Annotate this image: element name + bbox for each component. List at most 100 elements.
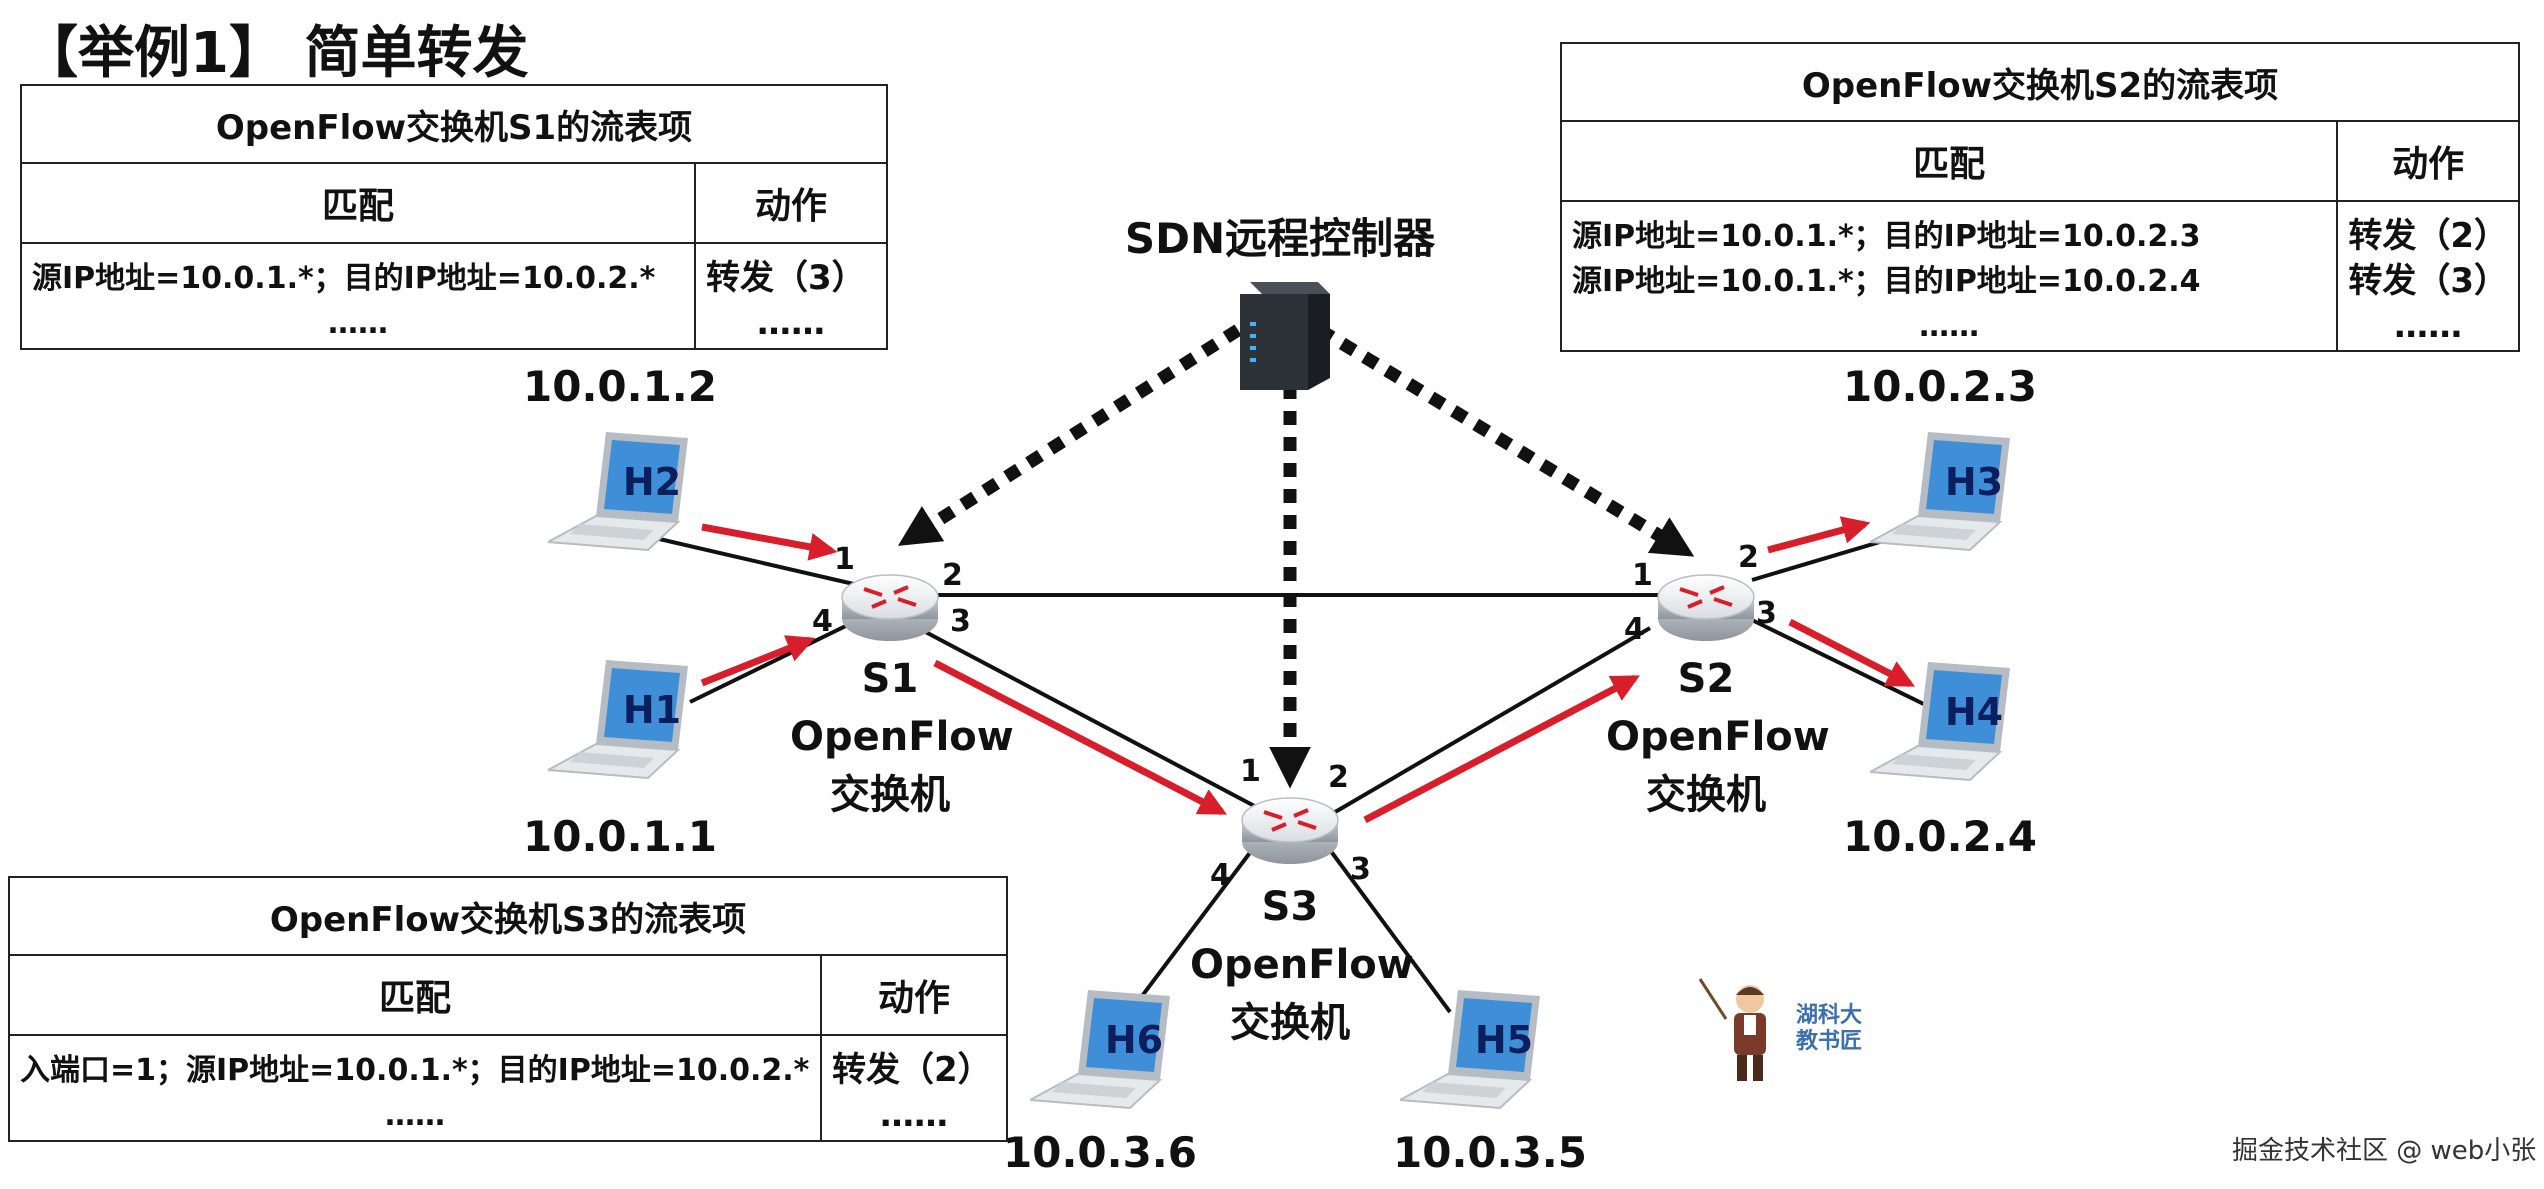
ip-label-h5: 10.0.3.5 <box>1393 1128 1587 1177</box>
router-icon-s1 <box>841 574 939 641</box>
control-channels <box>897 324 1695 789</box>
presenter-badge: 湖科大 教书匠 <box>1690 975 1890 1085</box>
flow-table-caption: OpenFlow交换机S3的流表项 <box>8 876 1008 956</box>
action-entry: 转发（3） <box>2348 261 2508 301</box>
laptop-icon <box>1866 662 2010 782</box>
host-name: H1 <box>622 688 682 732</box>
match-header: 匹配 <box>1559 120 2339 202</box>
laptop-icon <box>544 660 688 780</box>
match-entry: 源IP地址=10.0.1.*；目的IP地址=10.0.2.3 <box>1572 219 2201 254</box>
match-entry: 入端口=1；源IP地址=10.0.1.*；目的IP地址=10.0.2.* <box>20 1053 810 1088</box>
flow-arrow-h2-s1 <box>701 523 838 561</box>
switch-kind: 交换机 <box>1230 1000 1350 1046</box>
port-s1-3: 3 <box>950 604 971 639</box>
ellipsis: …… <box>328 306 388 341</box>
ip-label-h4: 10.0.2.4 <box>1843 812 2037 861</box>
ellipsis: …… <box>2394 306 2463 346</box>
ip-label-h1: 10.0.1.1 <box>523 812 717 861</box>
router-icon-s2 <box>1657 574 1755 641</box>
port-s3-2: 2 <box>1328 760 1349 795</box>
match-header: 匹配 <box>20 162 696 244</box>
link-s3-s2 <box>1328 626 1652 817</box>
match-header: 匹配 <box>8 954 822 1036</box>
flow-table-s2: OpenFlow交换机S2的流表项 匹配 动作 源IP地址=10.0.1.*；目… <box>1559 42 2520 352</box>
switch-kind: 交换机 <box>830 772 950 818</box>
port-s1-1: 1 <box>834 542 855 577</box>
link-h2-s1 <box>654 536 859 587</box>
port-s3-1: 1 <box>1240 754 1261 789</box>
watermark: 掘金技术社区 @ web小张 <box>2232 1136 2537 1166</box>
presenter-badge-text: 湖科大 教书匠 <box>1796 1003 1863 1054</box>
action-cell: 转发（3） …… <box>694 242 888 350</box>
flow-arrow-s1-s3 <box>933 659 1227 816</box>
action-cell: 转发（2） 转发（3） …… <box>2336 200 2520 352</box>
flow-table-caption: OpenFlow交换机S2的流表项 <box>1560 42 2520 122</box>
switch-kind: 交换机 <box>1646 772 1766 818</box>
slide-title: 【举例1】 简单转发 <box>22 21 529 86</box>
switch-label-s3: S3 OpenFlow 交换机 <box>1190 878 1414 1052</box>
flow-arrows <box>700 516 1915 824</box>
router-icon-s3 <box>1241 797 1339 864</box>
ellipsis: …… <box>757 303 825 343</box>
host-h1: H1 <box>544 650 698 790</box>
switch-type: OpenFlow <box>1190 942 1414 988</box>
server-icon <box>1240 282 1330 390</box>
ip-label-h2: 10.0.1.2 <box>523 362 717 411</box>
action-entry: 转发（3） <box>706 258 866 298</box>
match-cell: 源IP地址=10.0.1.*；目的IP地址=10.0.2.3 源IP地址=10.… <box>1559 200 2339 352</box>
laptop-icon <box>544 432 688 552</box>
port-s2-3: 3 <box>1756 596 1777 631</box>
action-entry: 转发（2） <box>832 1050 992 1090</box>
host-h6: H6 <box>1026 980 1180 1120</box>
flow-table-s1: OpenFlow交换机S1的流表项 匹配 动作 源IP地址=10.0.1.*；目… <box>20 84 888 350</box>
switch-type: OpenFlow <box>1606 714 1830 760</box>
host-h4: H4 <box>1866 652 2020 792</box>
control-link-s2 <box>1316 324 1695 557</box>
flow-table-caption: OpenFlow交换机S1的流表项 <box>20 84 888 164</box>
flow-arrow-h1-s1 <box>700 635 816 687</box>
host-name: H2 <box>622 460 682 504</box>
port-s2-4: 4 <box>1624 612 1645 647</box>
match-entry: 源IP地址=10.0.1.*；目的IP地址=10.0.2.* <box>32 261 656 296</box>
switch-label-s1: S1 OpenFlow 交换机 <box>790 650 1014 824</box>
link-s2-h4 <box>1751 618 1941 714</box>
port-s1-4: 4 <box>812 604 833 639</box>
link-s3-h5 <box>1328 848 1452 1014</box>
port-s1-2: 2 <box>942 558 963 593</box>
port-s2-2: 2 <box>1738 540 1759 575</box>
controller-label: SDN远程控制器 <box>1124 214 1436 263</box>
switch-label-s2: S2 OpenFlow 交换机 <box>1606 650 1830 824</box>
presenter-icon <box>1698 978 1766 1081</box>
switch-name: S1 <box>861 656 919 702</box>
host-h5: H5 <box>1396 980 1550 1120</box>
match-cell: 源IP地址=10.0.1.*；目的IP地址=10.0.2.* …… <box>20 242 696 350</box>
port-s2-1: 1 <box>1632 558 1653 593</box>
match-cell: 入端口=1；源IP地址=10.0.1.*；目的IP地址=10.0.2.* …… <box>8 1034 822 1142</box>
host-name: H4 <box>1944 690 2004 734</box>
host-name: H6 <box>1104 1018 1164 1062</box>
link-s1-s3 <box>917 626 1263 812</box>
laptop-icon <box>1866 432 2010 552</box>
switch-name: S3 <box>1261 884 1319 930</box>
flow-arrow-s2-h4 <box>1788 618 1915 688</box>
flow-arrow-s3-s2 <box>1363 674 1640 824</box>
ip-label-h6: 10.0.3.6 <box>1003 1128 1197 1177</box>
laptop-icon <box>1026 990 1170 1110</box>
action-entry: 转发（2） <box>2348 216 2508 256</box>
action-header: 动作 <box>820 954 1008 1036</box>
port-s3-4: 4 <box>1210 858 1231 893</box>
host-h2: H2 <box>544 422 698 562</box>
link-h1-s1 <box>689 618 859 704</box>
control-link-s1 <box>897 324 1242 546</box>
port-s3-3: 3 <box>1350 852 1371 887</box>
host-name: H3 <box>1944 460 2004 504</box>
switch-name: S2 <box>1677 656 1735 702</box>
host-h3: H3 <box>1866 422 2020 562</box>
ellipsis: …… <box>880 1095 948 1135</box>
switch-type: OpenFlow <box>790 714 1014 760</box>
flow-arrow-s2-h3 <box>1767 516 1871 554</box>
physical-links <box>654 528 1941 1014</box>
ellipsis: …… <box>1919 309 1980 344</box>
host-name: H5 <box>1474 1018 1534 1062</box>
